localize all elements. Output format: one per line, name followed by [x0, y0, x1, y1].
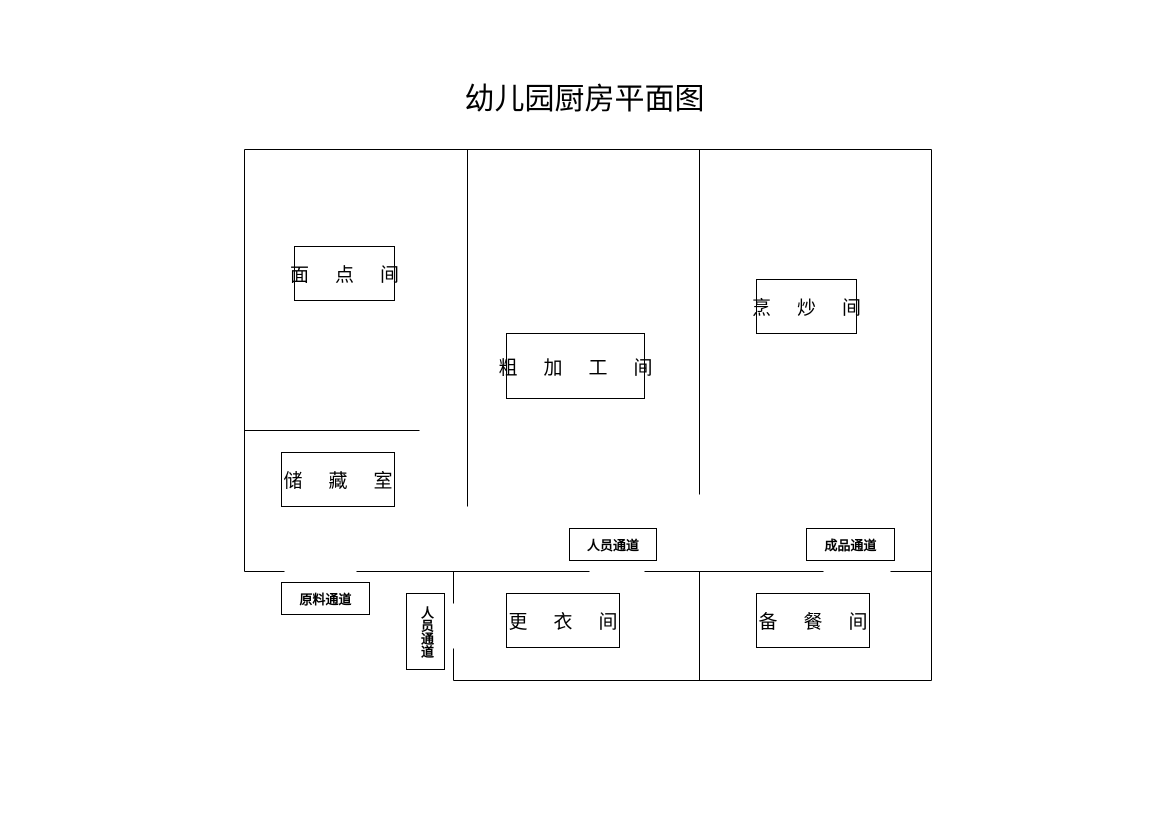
passage-label-finished-goods: 成品通道 — [806, 528, 895, 561]
room-label-changing: 更 衣 间 — [506, 593, 620, 648]
passage-label-raw-material: 原料通道 — [281, 582, 370, 615]
passage-label-staff-inner: 人员通道 — [569, 528, 657, 561]
room-label-serving-prep: 备 餐 间 — [756, 593, 870, 648]
room-label-cooking: 烹 炒 间 — [752, 279, 861, 334]
room-label-rough-processing: 粗 加 工 间 — [498, 333, 653, 399]
room-label-pastry: 面 点 间 — [290, 246, 399, 301]
page-title: 幼儿园厨房平面图 — [464, 82, 705, 117]
room-label-storage: 储 藏 室 — [281, 452, 395, 507]
passage-label-staff-side: 人员通道 — [406, 593, 445, 670]
